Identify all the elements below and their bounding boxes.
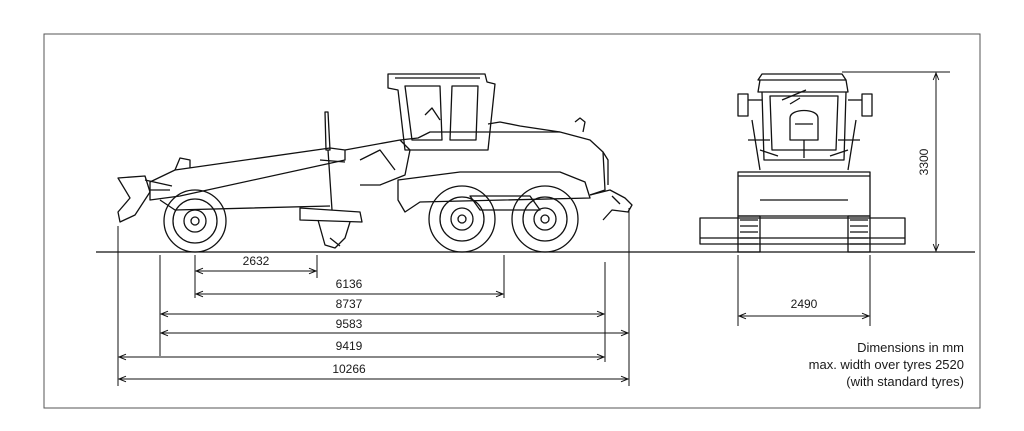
- grader-front-view: [699, 73, 906, 253]
- grader-side-view: [117, 73, 633, 253]
- drawing-frame: [43, 33, 981, 409]
- dimension-label: 8737: [336, 297, 363, 311]
- dimension-label: 10266: [332, 362, 366, 376]
- side-extension-lines: [117, 208, 630, 386]
- dimension-label: 9419: [336, 339, 363, 353]
- notes-line-units: Dimensions in mm: [857, 340, 964, 355]
- notes-line-tyres: (with standard tyres): [846, 374, 964, 389]
- side-dimension-lines: [119, 271, 628, 379]
- height-dimension-label: 3300: [917, 148, 931, 175]
- dimension-notes: Dimensions in mm max. width over tyres 2…: [809, 339, 964, 390]
- side-dimension-labels: 2632 6136 8737 9583 9419 10266: [243, 254, 366, 376]
- notes-line-max-width: max. width over tyres 2520: [808, 357, 964, 372]
- track-width-dimension-label: 2490: [791, 297, 818, 311]
- dimension-label: 2632: [243, 254, 270, 268]
- dimension-label: 6136: [336, 277, 363, 291]
- dimension-label: 9583: [336, 317, 363, 331]
- front-dimension-lines: [737, 71, 950, 326]
